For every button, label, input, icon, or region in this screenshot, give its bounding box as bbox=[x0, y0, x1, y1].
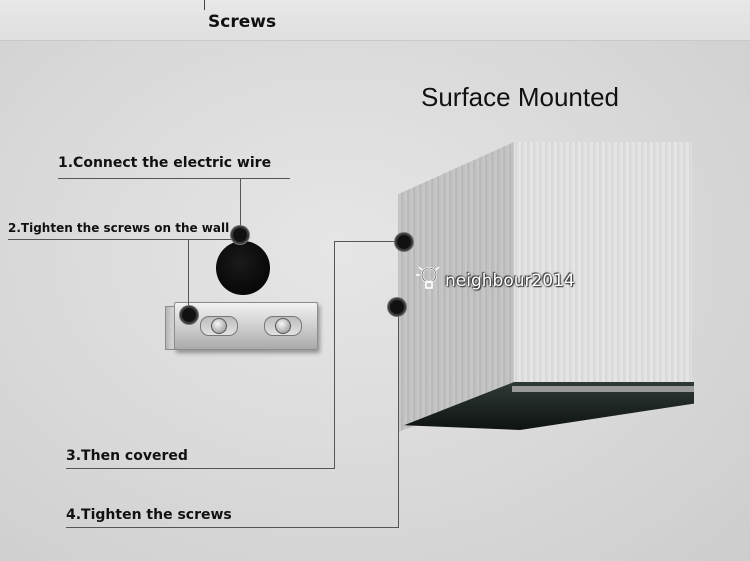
step-3-label: 3.Then covered bbox=[66, 448, 188, 464]
step-1-label: 1.Connect the electric wire bbox=[58, 155, 272, 171]
wall-hole bbox=[216, 241, 270, 295]
page-title: Surface Mounted bbox=[421, 82, 620, 112]
callout-dot-3 bbox=[395, 233, 413, 251]
step-2-label: 2.Tighten the screws on the wall bbox=[8, 221, 230, 235]
watermark-text: neighbour2014 bbox=[445, 271, 575, 291]
callout-line-1-drop bbox=[240, 178, 241, 230]
callout-line-2-drop bbox=[188, 239, 189, 311]
callout-line-4-rise bbox=[398, 308, 399, 528]
callout-dot-1 bbox=[231, 226, 249, 244]
callout-dot-4 bbox=[388, 298, 406, 316]
bracket-screw-right bbox=[264, 316, 302, 336]
lamp-left-face bbox=[398, 142, 514, 432]
callout-line-1 bbox=[58, 178, 290, 179]
lamp-front-face bbox=[512, 142, 692, 390]
callout-line-3-rise bbox=[334, 241, 335, 469]
lightbulb-icon bbox=[416, 266, 440, 289]
top-band: Screws bbox=[0, 0, 750, 41]
callout-line-4 bbox=[66, 527, 398, 528]
screws-label: Screws bbox=[208, 12, 277, 32]
top-pointer-line bbox=[204, 0, 205, 10]
callout-line-3-top bbox=[334, 241, 400, 242]
callout-line-2 bbox=[8, 239, 232, 240]
bracket-screw-left bbox=[200, 316, 238, 336]
step-4-label: 4.Tighten the screws bbox=[66, 507, 232, 523]
callout-line-3 bbox=[66, 468, 334, 469]
callout-dot-2 bbox=[180, 306, 198, 324]
lamp-rim bbox=[512, 386, 694, 392]
